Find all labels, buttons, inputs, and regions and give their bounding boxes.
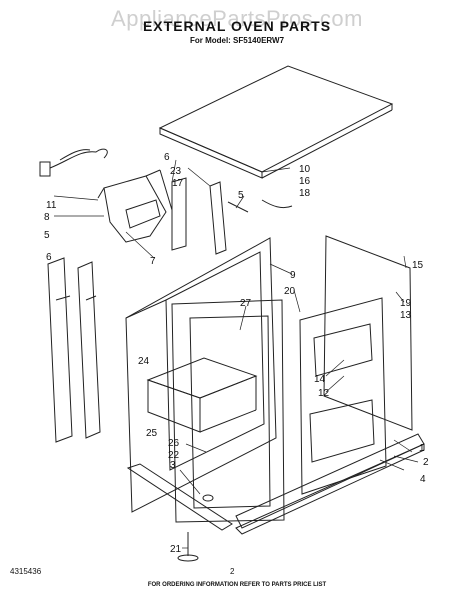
callout-label: 23 [170,166,182,177]
left-uprights [47,257,101,443]
callout-label: 3 [170,460,176,471]
callout-label: 11 [46,200,57,211]
callout-labels: 1 2 3 4 5 5 6 6 7 8 9 10 11 12 13 14 15 … [44,152,429,555]
diagram-title: EXTERNAL OVEN PARTS [142,18,332,34]
callout-label: 15 [412,260,424,271]
oven-cavity [146,357,258,433]
callout-label: 21 [170,544,182,555]
callout-label: 12 [318,388,330,399]
callout-label: 13 [400,310,412,321]
callout-label: 5 [238,190,244,201]
callout-label: 18 [299,188,311,199]
callout-label: 26 [168,438,180,449]
footer-order-info: FOR ORDERING INFORMATION REFER TO PARTS … [147,582,327,588]
base-rail [126,433,425,562]
vent-duct [97,169,173,243]
top-panel [158,65,394,179]
callout-label: 7 [150,256,156,267]
leader-lines [53,159,419,549]
callout-label: 20 [284,286,296,297]
callout-label: 17 [172,178,184,189]
callout-label: 16 [299,176,311,187]
callout-label: 25 [146,428,158,439]
vent-brackets [171,177,293,255]
callout-label: 5 [44,230,50,241]
callout-label: 4 [420,474,426,485]
right-side-panel [299,235,413,495]
callout-label: 10 [299,164,311,175]
front-frame [171,299,285,523]
callout-label: 8 [44,212,50,223]
callout-label: 24 [138,356,150,367]
callout-label: 22 [168,450,180,461]
footer-code: 4315436 [10,567,42,576]
callout-label: 1 [419,443,425,454]
callout-label: 9 [290,270,296,281]
callout-label: 19 [400,298,412,309]
callout-label: 2 [423,457,429,468]
model-line: For Model: SF5140ERW7 [189,36,285,45]
callout-label: 14 [314,374,326,385]
callout-label: 6 [164,152,170,163]
callout-label: 27 [240,298,252,309]
footer-page-number: 2 [230,567,235,576]
power-cord [39,148,108,177]
left-side-panel [125,237,277,513]
callout-label: 6 [46,252,52,263]
watermark: AppliancePartsPros.com [111,6,363,31]
